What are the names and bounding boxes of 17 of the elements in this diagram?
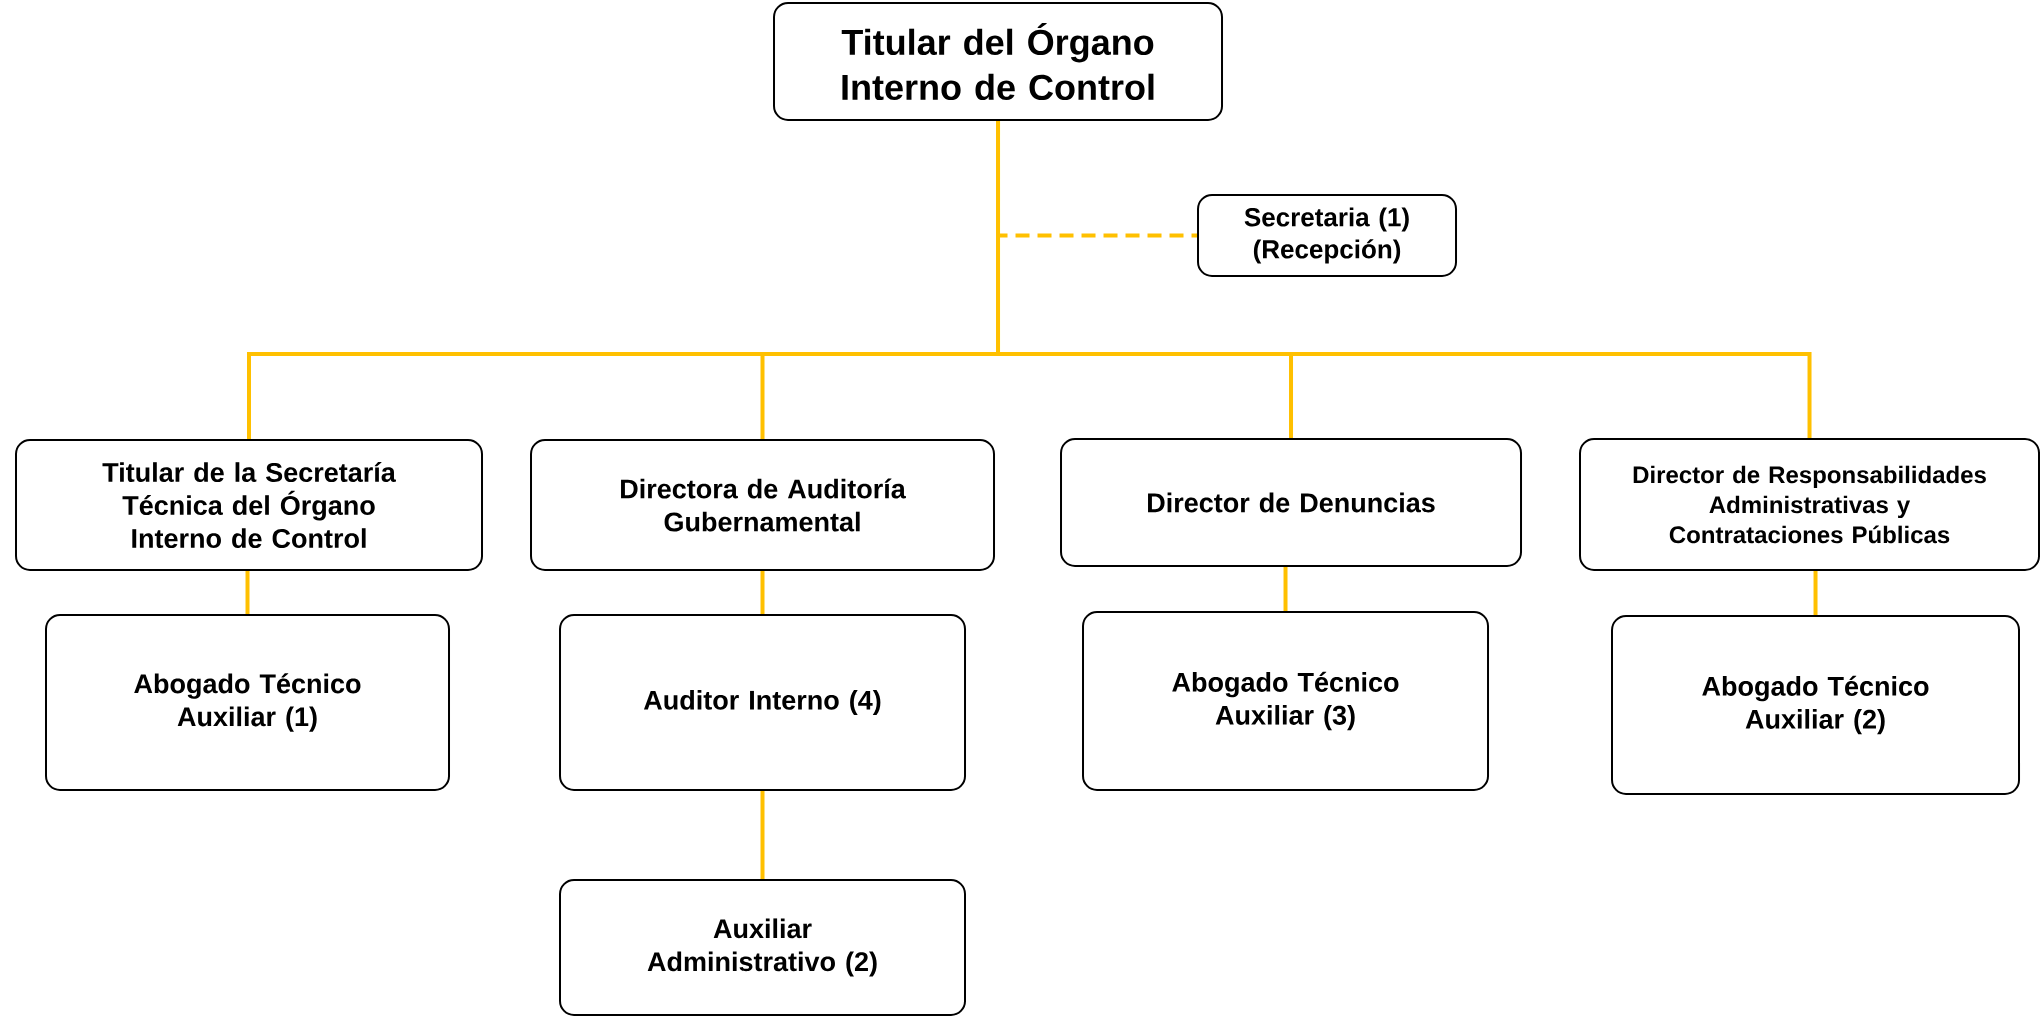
org-box: Abogado Técnico Auxiliar (3) xyxy=(1082,611,1489,791)
org-box: Auditor Interno (4) xyxy=(559,614,966,791)
connector-line xyxy=(245,571,250,614)
org-box: Abogado Técnico Auxiliar (2) xyxy=(1611,615,2020,795)
org-box: Director de Denuncias xyxy=(1060,438,1522,567)
org-box: Director de Responsabilidades Administrativas y Contrataciones Públicas xyxy=(1579,438,2041,571)
org-box: Directora de Auditoría Gubernamental xyxy=(530,439,995,571)
connector-line xyxy=(760,791,765,879)
org-box: Titular del Órgano Interno de Control xyxy=(773,2,1223,121)
connector-line xyxy=(996,121,1812,438)
org-box: Abogado Técnico Auxiliar (1) xyxy=(45,614,450,791)
connector-line xyxy=(1813,571,1818,615)
org-box: Secretaria (1) (Recepción) xyxy=(1197,194,1457,277)
connector-line xyxy=(760,571,765,614)
org-box: Titular de la Secretaría Técnica del Órgano Interno de Control xyxy=(15,439,483,571)
connector-line xyxy=(1283,567,1288,611)
org-box: Auxiliar Administrativo (2) xyxy=(559,879,966,1016)
